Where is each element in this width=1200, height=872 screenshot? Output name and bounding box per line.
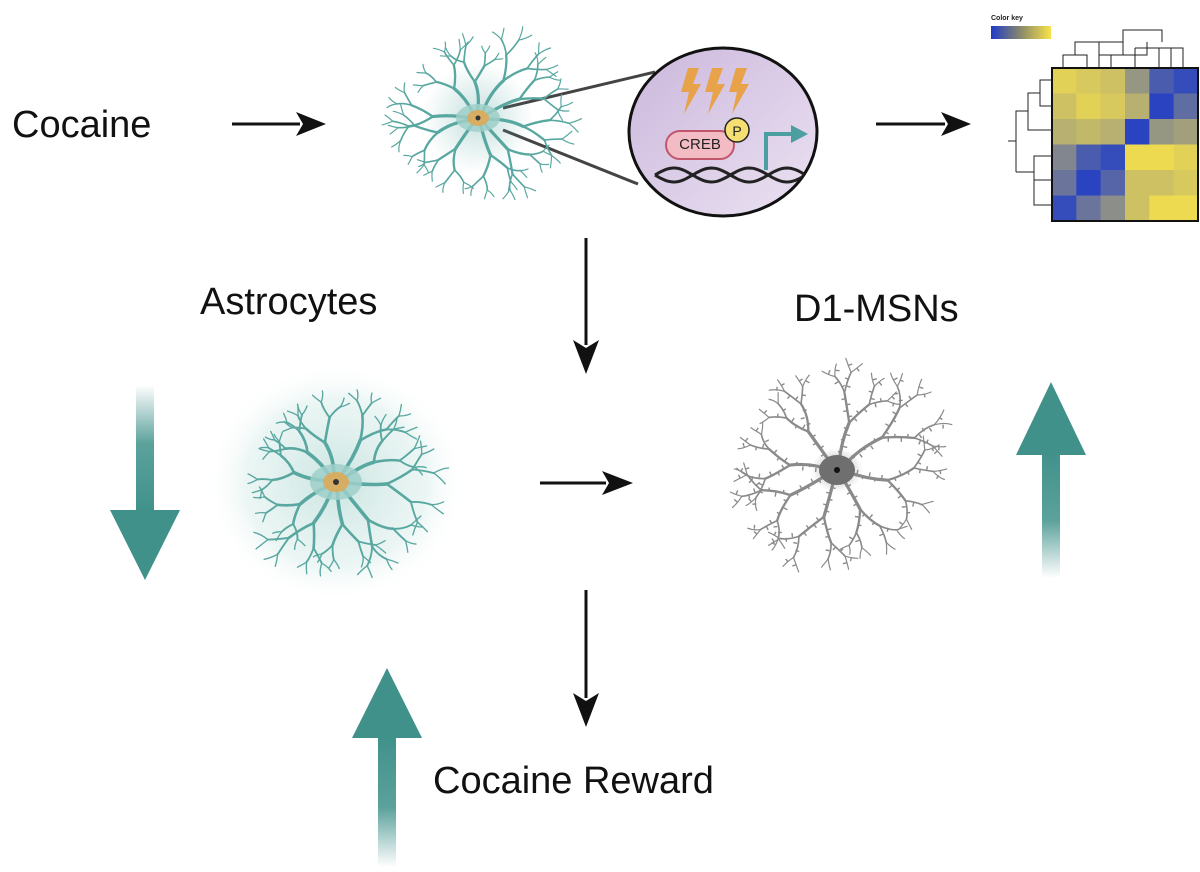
heatmap-cell (1174, 145, 1199, 171)
heatmap-cell (1174, 68, 1199, 94)
heatmap-cell (1101, 68, 1126, 94)
heatmap-cell (1101, 119, 1126, 145)
heatmap-cell (1052, 145, 1077, 171)
heatmap-cell (1076, 68, 1101, 94)
heatmap-cell (1149, 170, 1174, 196)
heatmap-cell (1174, 94, 1199, 120)
heatmap-cell (1076, 170, 1101, 196)
arrow-astrocyte-to-d1msn (540, 471, 633, 495)
label-cocaine: Cocaine (12, 106, 151, 144)
zoom-bubble (629, 48, 817, 216)
label-d1-msns: D1-MSNs (794, 290, 959, 328)
heatmap-cell (1125, 170, 1150, 196)
heatmap-cell (1101, 94, 1126, 120)
heatmap-cell (1125, 94, 1150, 120)
label-creb: CREB (666, 137, 734, 152)
astrocyte-main (206, 363, 466, 603)
heatmap-cell (1174, 119, 1199, 145)
heatmap-cell (1149, 196, 1174, 222)
heatmap-cell (1125, 68, 1150, 94)
heatmap-cell (1125, 119, 1150, 145)
heatmap-cell (1125, 196, 1150, 222)
arrow-top-down (573, 238, 599, 374)
heatmap-cell (1174, 170, 1199, 196)
heatmap-column-dendrogram (1063, 30, 1183, 68)
d1-msn-increase-arrow (1016, 382, 1086, 578)
heatmap-cell (1101, 170, 1126, 196)
heatmap-cell (1076, 94, 1101, 120)
label-astrocytes: Astrocytes (200, 283, 377, 321)
heatmap-row-dendrogram (1008, 80, 1052, 205)
arrow-zoom-to-heatmap (876, 112, 971, 136)
heatmap-cell (1052, 196, 1077, 222)
heatmap-cell (1149, 68, 1174, 94)
heatmap-cell (1149, 145, 1174, 171)
heatmap-cell (1101, 196, 1126, 222)
astrocyte-top (382, 27, 581, 200)
label-color-key: Color key (991, 15, 1023, 22)
heatmap-cell (1149, 119, 1174, 145)
heatmap-cell (1076, 196, 1101, 222)
heatmap-cell (1125, 145, 1150, 171)
cocaine-reward-increase-arrow (352, 668, 422, 867)
d1-msn-neuron (730, 358, 951, 572)
arrow-cocaine-to-astrocyte (232, 112, 326, 136)
label-phospho: P (725, 124, 749, 138)
heatmap-cell (1052, 94, 1077, 120)
arrow-to-cocaine-reward (573, 590, 599, 727)
astrocyte-decrease-arrow (110, 385, 180, 580)
heatmap-cell (1052, 170, 1077, 196)
heatmap-cell (1149, 94, 1174, 120)
label-cocaine-reward: Cocaine Reward (433, 762, 714, 800)
heatmap (991, 26, 1198, 221)
heatmap-cell (1052, 119, 1077, 145)
heatmap-cell (1052, 68, 1077, 94)
heatmap-cell (1174, 196, 1199, 222)
color-key-bar (991, 26, 1051, 39)
heatmap-cell (1076, 145, 1101, 171)
heatmap-cell (1076, 119, 1101, 145)
heatmap-cell (1101, 145, 1126, 171)
